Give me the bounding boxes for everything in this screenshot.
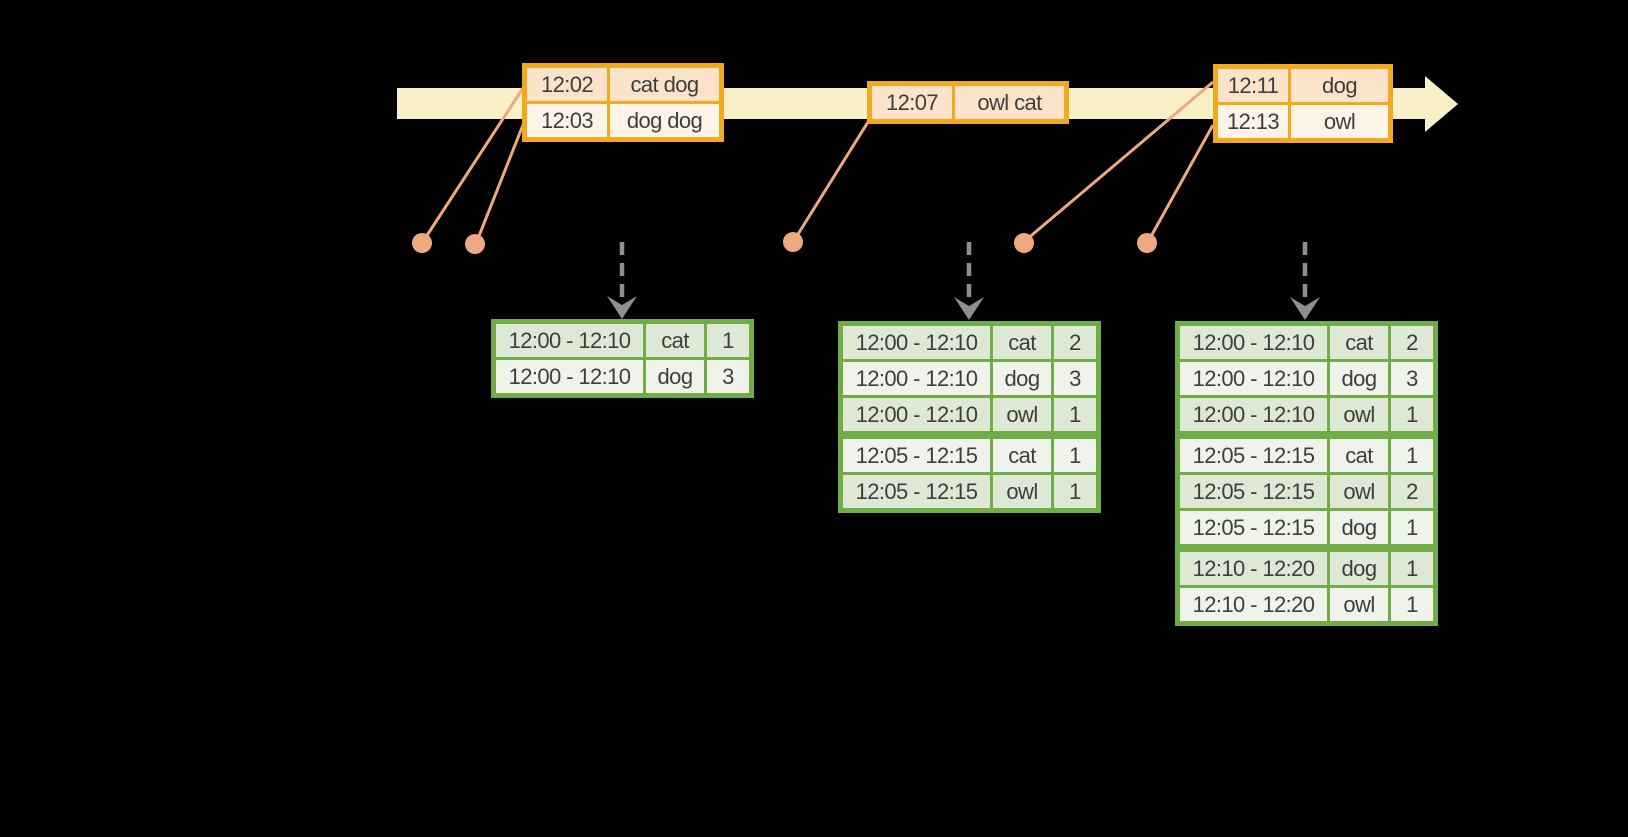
table-row: 12:03 dog dog bbox=[527, 104, 719, 137]
table-row: 12:05 - 12:15 cat 1 bbox=[843, 439, 1096, 472]
table-row: 12:10 - 12:20 owl 1 bbox=[1180, 588, 1433, 621]
word-cell: owl bbox=[1330, 398, 1388, 431]
word-cell: cat bbox=[993, 326, 1051, 359]
word-cell: cat bbox=[646, 324, 704, 357]
count-cell: 1 bbox=[707, 324, 749, 357]
input-batch-table-3: 12:11 dog 12:13 owl bbox=[1213, 64, 1393, 143]
table-row: 12:02 cat dog bbox=[527, 68, 719, 101]
count-cell: 1 bbox=[1391, 588, 1433, 621]
trigger-arrow-head-icon bbox=[607, 296, 637, 319]
table-row: 12:00 - 12:10 owl 1 bbox=[843, 398, 1096, 431]
window-cell: 12:10 - 12:20 bbox=[1180, 588, 1327, 621]
count-cell: 1 bbox=[1391, 439, 1433, 472]
window-cell: 12:05 - 12:15 bbox=[843, 475, 990, 508]
window-cell: 12:05 - 12:15 bbox=[1180, 475, 1327, 508]
count-cell: 1 bbox=[1054, 398, 1096, 431]
trigger-arrow-head-icon bbox=[1290, 297, 1320, 320]
count-cell: 3 bbox=[707, 360, 749, 393]
event-words-cell: cat dog bbox=[610, 68, 719, 101]
event-time-cell: 12:03 bbox=[527, 104, 607, 137]
table-row: 12:00 - 12:10 dog 3 bbox=[843, 362, 1096, 395]
word-cell: cat bbox=[1330, 326, 1388, 359]
word-cell: owl bbox=[1330, 475, 1388, 508]
word-cell: cat bbox=[1330, 439, 1388, 472]
table-row: 12:05 - 12:15 owl 2 bbox=[1180, 475, 1433, 508]
table-row: 12:07 owl cat bbox=[872, 86, 1064, 119]
event-connector-line bbox=[475, 124, 525, 242]
event-dot bbox=[1014, 233, 1034, 253]
window-cell: 12:00 - 12:10 bbox=[1180, 398, 1327, 431]
event-time-cell: 12:02 bbox=[527, 68, 607, 101]
window-cell: 12:00 - 12:10 bbox=[1180, 326, 1327, 359]
event-words-cell: owl bbox=[1291, 105, 1388, 138]
input-batch-table-2: 12:07 owl cat bbox=[867, 81, 1069, 124]
word-cell: dog bbox=[1330, 362, 1388, 395]
count-cell: 1 bbox=[1391, 552, 1433, 585]
event-dot bbox=[1137, 233, 1157, 253]
table-row: 12:11 dog bbox=[1218, 69, 1388, 102]
table-row: 12:00 - 12:10 dog 3 bbox=[496, 360, 749, 393]
input-batch-table-1: 12:02 cat dog 12:03 dog dog bbox=[522, 63, 724, 142]
table-row: 12:13 owl bbox=[1218, 105, 1388, 138]
word-cell: owl bbox=[1330, 588, 1388, 621]
count-cell: 3 bbox=[1054, 362, 1096, 395]
word-cell: cat bbox=[993, 439, 1051, 472]
table-row: 12:10 - 12:20 dog 1 bbox=[1180, 552, 1433, 585]
event-connector-line bbox=[1147, 124, 1215, 241]
window-cell: 12:00 - 12:10 bbox=[843, 326, 990, 359]
count-cell: 3 bbox=[1391, 362, 1433, 395]
count-cell: 1 bbox=[1391, 398, 1433, 431]
event-words-cell: owl cat bbox=[955, 86, 1064, 119]
window-cell: 12:00 - 12:10 bbox=[1180, 362, 1327, 395]
window-cell: 12:05 - 12:15 bbox=[843, 439, 990, 472]
event-connector-line bbox=[422, 87, 525, 241]
window-cell: 12:05 - 12:15 bbox=[1180, 511, 1327, 544]
event-time-cell: 12:13 bbox=[1218, 105, 1288, 138]
count-cell: 1 bbox=[1391, 511, 1433, 544]
event-words-cell: dog dog bbox=[610, 104, 719, 137]
event-dot bbox=[412, 233, 432, 253]
event-words-cell: dog bbox=[1291, 69, 1388, 102]
word-cell: owl bbox=[993, 475, 1051, 508]
count-cell: 2 bbox=[1054, 326, 1096, 359]
word-cell: dog bbox=[1330, 552, 1388, 585]
count-cell: 2 bbox=[1391, 475, 1433, 508]
window-cell: 12:00 - 12:10 bbox=[496, 360, 643, 393]
table-row: 12:00 - 12:10 dog 3 bbox=[1180, 362, 1433, 395]
timeline-arrow-head-icon bbox=[1425, 76, 1458, 132]
word-cell: dog bbox=[1330, 511, 1388, 544]
count-cell: 1 bbox=[1054, 439, 1096, 472]
table-row: 12:00 - 12:10 cat 1 bbox=[496, 324, 749, 357]
trigger-arrow-head-icon bbox=[954, 297, 984, 320]
table-row: 12:05 - 12:15 dog 1 bbox=[1180, 511, 1433, 544]
event-time-cell: 12:11 bbox=[1218, 69, 1288, 102]
count-cell: 1 bbox=[1054, 475, 1096, 508]
count-cell: 2 bbox=[1391, 326, 1433, 359]
window-cell: 12:10 - 12:20 bbox=[1180, 552, 1327, 585]
table-row: 12:05 - 12:15 owl 1 bbox=[843, 475, 1096, 508]
table-row: 12:00 - 12:10 owl 1 bbox=[1180, 398, 1433, 431]
result-table-2: 12:00 - 12:10 cat 2 12:00 - 12:10 dog 3 … bbox=[838, 321, 1101, 513]
table-row: 12:00 - 12:10 cat 2 bbox=[1180, 326, 1433, 359]
word-cell: owl bbox=[993, 398, 1051, 431]
word-cell: dog bbox=[646, 360, 704, 393]
result-table-3: 12:00 - 12:10 cat 2 12:00 - 12:10 dog 3 … bbox=[1175, 321, 1438, 626]
window-cell: 12:00 - 12:10 bbox=[843, 398, 990, 431]
result-table-1: 12:00 - 12:10 cat 1 12:00 - 12:10 dog 3 bbox=[491, 319, 754, 398]
event-connector-line bbox=[1025, 80, 1214, 242]
table-row: 12:00 - 12:10 cat 2 bbox=[843, 326, 1096, 359]
window-cell: 12:00 - 12:10 bbox=[496, 324, 643, 357]
event-time-cell: 12:07 bbox=[872, 86, 952, 119]
window-cell: 12:05 - 12:15 bbox=[1180, 439, 1327, 472]
event-dot bbox=[783, 232, 803, 252]
event-connector-line bbox=[793, 121, 870, 240]
event-dot bbox=[465, 234, 485, 254]
word-cell: dog bbox=[993, 362, 1051, 395]
window-cell: 12:00 - 12:10 bbox=[843, 362, 990, 395]
table-row: 12:05 - 12:15 cat 1 bbox=[1180, 439, 1433, 472]
